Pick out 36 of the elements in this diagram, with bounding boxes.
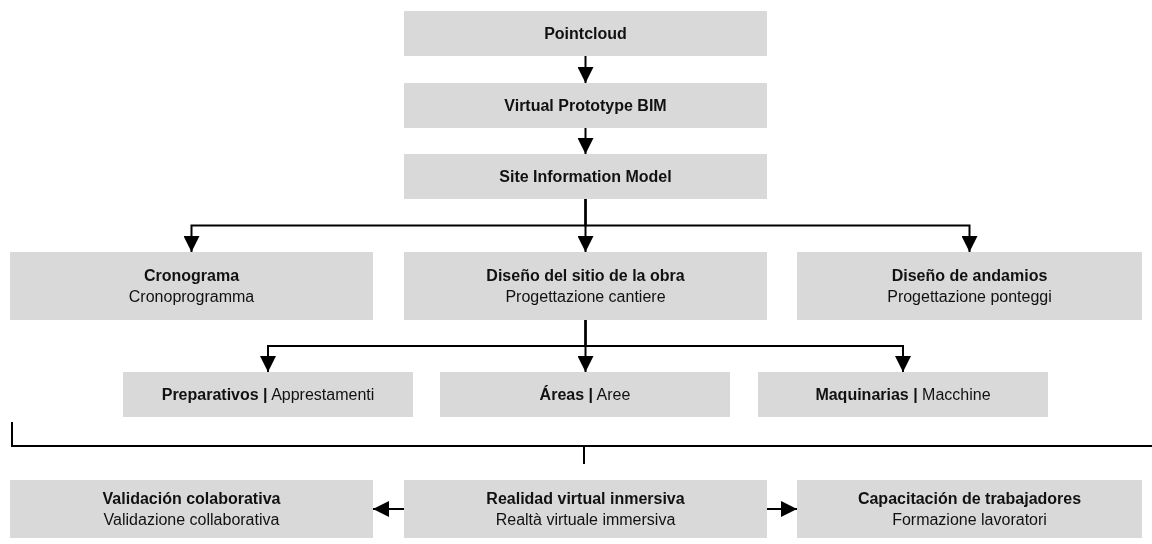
process-box (404, 83, 767, 128)
node-title: Cronograma (143, 266, 240, 286)
process-box (404, 480, 767, 538)
arrow (372, 501, 405, 517)
node-title: Validación colaborativa (102, 489, 281, 509)
process-box (404, 252, 767, 320)
node-title: Capacitación de trabajadores (857, 489, 1082, 509)
node-subtitle: Realtà virtuale immersiva (495, 510, 676, 530)
arrow (577, 55, 594, 84)
process-box (404, 11, 767, 56)
node-title: Realidad virtual inmersiva (486, 489, 685, 509)
process-box (797, 480, 1142, 538)
node-title: Diseño de andamios (891, 266, 1048, 286)
arrow (584, 198, 978, 253)
node-subtitle: Progettazione ponteggi (887, 287, 1052, 307)
arrow (577, 127, 594, 155)
process-box (758, 372, 1048, 417)
node-title: Maquinarias | Macchine (815, 385, 991, 405)
arrow (766, 501, 798, 517)
process-box (123, 372, 413, 417)
node-title: Áreas | Aree (539, 384, 631, 405)
process-box (404, 154, 767, 199)
node-title: Site Information Model (499, 167, 672, 187)
node-subtitle: Formazione lavoratori (892, 510, 1047, 530)
process-box (440, 372, 730, 417)
node-title: Virtual Prototype BIM (504, 96, 667, 116)
arrow (584, 319, 911, 373)
process-box (10, 480, 373, 538)
node-title: Pointcloud (544, 24, 627, 44)
node-subtitle: Cronoprogramma (128, 287, 255, 307)
process-box (10, 252, 373, 320)
process-box (797, 252, 1142, 320)
node-title: Diseño del sitio de la obra (486, 266, 685, 286)
node-title: Preparativos | Apprestamenti (161, 385, 375, 405)
node-subtitle: Progettazione cantiere (505, 287, 666, 307)
node-subtitle: Validazione collaborativa (103, 510, 280, 530)
